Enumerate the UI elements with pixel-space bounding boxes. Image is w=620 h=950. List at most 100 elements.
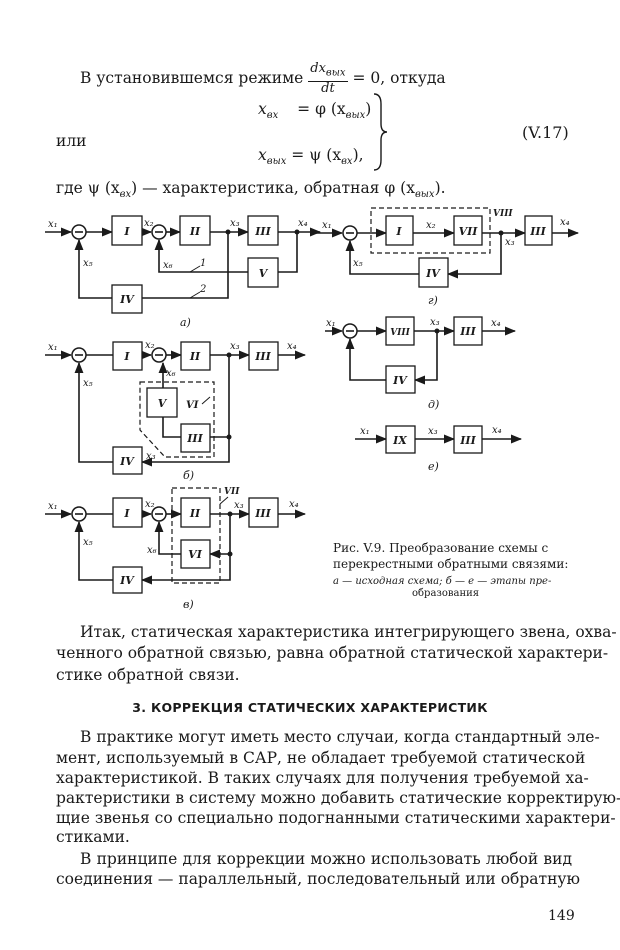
signal-label: x₄ <box>298 218 308 229</box>
panel-label: г) <box>428 294 438 307</box>
group-label: VIII <box>493 209 513 219</box>
eq2-lhs: x <box>258 146 267 164</box>
signal-label: x₃ <box>230 341 240 352</box>
figure-caption-title: Рис. V.9. Преобразование схемы с <box>333 541 549 555</box>
signal-label: x₃ <box>146 451 156 462</box>
dashed-group-VI <box>139 381 215 458</box>
diagram-node <box>498 230 504 236</box>
panel-label: д) <box>428 398 439 411</box>
paragraph-line: характеристикой. В таких случаях для пол… <box>56 769 589 787</box>
diagram-b: I II III V III IV VI x₁ x₂ x₃ x₄ x₅ x₆ x… <box>45 340 307 482</box>
eq2-lhs-sub: вых <box>266 156 287 168</box>
paragraph-line: щие звенья со специально подогнанными ст… <box>56 809 616 827</box>
block-label: IV <box>119 574 135 587</box>
diagram-line <box>142 232 229 299</box>
loop-label: 2 <box>199 284 206 295</box>
where-c: ). <box>434 179 446 197</box>
block-label: III <box>254 350 271 363</box>
signal-label: x₂ <box>145 340 155 351</box>
signal-label: x₆ <box>163 260 173 271</box>
block-V <box>247 257 279 288</box>
or-word: или <box>56 132 87 150</box>
block-label: VI <box>188 548 203 561</box>
diagram-line <box>201 396 211 405</box>
diagram-line <box>162 417 181 438</box>
eq1-lhs: x <box>258 100 267 118</box>
diagram-line <box>189 265 201 273</box>
where-b-sub: вых <box>414 189 435 201</box>
diagram-line <box>446 233 502 279</box>
eq1-rhs-sub: вых <box>345 110 366 122</box>
block-label: IX <box>392 434 407 447</box>
diagram-v: I II III VI IV VII x₁ x₂ x₃ x₄ x₅ x₆ в) <box>45 487 307 611</box>
diagram-line <box>74 520 113 581</box>
block-VII <box>453 215 483 246</box>
diagram-line <box>345 239 419 275</box>
diagram-line <box>74 238 112 299</box>
block-label: III <box>186 432 203 445</box>
signal-label: x₂ <box>145 499 155 510</box>
signal-label: x₁ <box>326 318 336 329</box>
signal-label: x₄ <box>287 341 297 352</box>
diagram-line <box>154 520 181 555</box>
frac-num-sub: вых <box>325 67 346 79</box>
signal-label: x₁ <box>360 426 370 437</box>
block-IV <box>112 566 143 594</box>
diagram-line <box>140 514 231 585</box>
block-label: IV <box>119 293 135 306</box>
signal-label: x₅ <box>353 258 363 269</box>
signal-label: x₄ <box>492 425 502 436</box>
paragraph-line: стиками. <box>56 828 130 846</box>
panel-label: в) <box>183 598 194 611</box>
block-label: VIII <box>390 328 410 338</box>
group-label: VI <box>186 400 199 411</box>
block-III-inner <box>180 423 211 453</box>
signal-label: x₂ <box>426 220 436 231</box>
block-label: I <box>395 225 402 238</box>
block-label: IV <box>425 267 441 280</box>
block-V <box>146 387 178 418</box>
block-II <box>180 341 211 371</box>
block-II <box>180 497 211 528</box>
paragraph-line: В принципе для коррекции можно использов… <box>80 850 572 868</box>
block-III <box>453 316 483 346</box>
eq1-lhs-sub: вх <box>266 110 279 122</box>
block-III <box>248 341 279 371</box>
eq2-close: ), <box>352 146 364 164</box>
eq2-rhs: = ψ (x <box>291 146 342 164</box>
block-IV <box>418 257 449 288</box>
signal-label: x₃ <box>505 237 515 248</box>
diagram-line <box>140 355 230 467</box>
paragraph-line: рактеристики в систему можно добавить ст… <box>56 789 620 807</box>
diagram-node <box>294 229 300 235</box>
frac-den: dt <box>321 80 335 96</box>
block-label: II <box>189 507 201 520</box>
paragraph-line: Итак, статическая характеристика интегри… <box>80 623 617 641</box>
panel-label: е) <box>428 460 439 473</box>
block-I <box>112 497 143 528</box>
signal-label: x₆ <box>147 545 157 556</box>
block-label: III <box>254 225 271 238</box>
block-VIII <box>385 316 415 346</box>
eq1-rhs: = φ (x <box>297 100 346 118</box>
diagram-node <box>226 352 232 358</box>
equation-line-1: xвх = φ (xвых) <box>258 99 371 126</box>
block-II <box>179 215 211 246</box>
block-IX <box>385 425 416 454</box>
block-label: I <box>123 225 130 238</box>
signal-label: x₄ <box>289 499 299 510</box>
signal-label: x₃ <box>230 218 240 229</box>
block-label: III <box>459 434 476 447</box>
signal-label: x₅ <box>83 378 93 389</box>
figure-caption-legend: а — исходная схема; б — е — этапы пре- <box>333 576 552 587</box>
diagram-e: IX III x₁ x₃ x₄ е) <box>355 425 523 473</box>
signal-label: x₃ <box>428 426 438 437</box>
signal-label: x₅ <box>83 537 93 548</box>
block-IV <box>112 446 143 475</box>
diagram-d: VIII III IV x₁ x₃ x₄ д) <box>325 316 517 411</box>
group-label: VII <box>224 487 240 497</box>
diagram-a: I II III V IV x₁ x₂ x₃ x₄ x₅ x₆ 1 2 а) <box>45 215 322 329</box>
diagram-line <box>189 291 201 299</box>
equation-brace <box>373 93 388 171</box>
